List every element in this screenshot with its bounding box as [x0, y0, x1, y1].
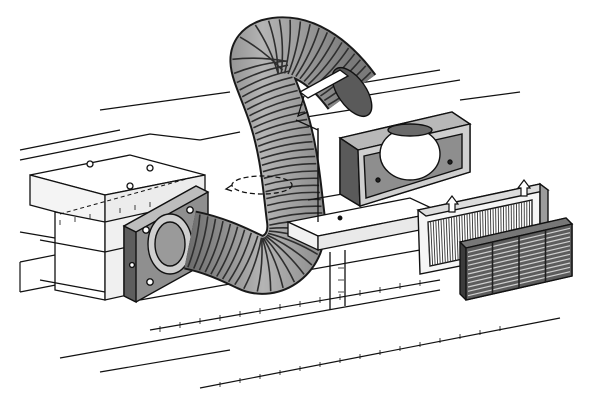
- duct-rib: [246, 89, 298, 111]
- duct-rib: [259, 140, 313, 154]
- cabinet-shelf: [285, 128, 443, 310]
- duct-rib: [283, 19, 292, 74]
- rectangular-collar-adapter: [338, 111, 472, 208]
- duct-rib: [260, 148, 314, 160]
- duct-rib: [241, 76, 293, 98]
- duct-rib: [243, 237, 263, 290]
- filter-mesh-line: [427, 221, 431, 267]
- duct-rib: [287, 21, 302, 75]
- duct-rib: [263, 170, 318, 180]
- filter-mesh-line: [445, 218, 449, 263]
- duct-rib: [257, 133, 311, 147]
- filter-mesh-line: [430, 221, 434, 266]
- filter-mesh-line: [453, 216, 456, 261]
- ceiling-joists: [19, 69, 561, 389]
- filter-mesh-line: [450, 217, 454, 262]
- filter-direction-arrow-left: [444, 195, 460, 213]
- duct-rib: [267, 232, 319, 256]
- duct-rib: [262, 162, 317, 173]
- duct-rib: [210, 223, 232, 275]
- duct-rib: [187, 214, 201, 268]
- duct-rib: [262, 237, 284, 289]
- duct-rib: [239, 36, 284, 71]
- duct-rib: [261, 155, 316, 166]
- filter-mesh-line: [440, 219, 444, 264]
- duct-rib: [303, 36, 336, 82]
- filter-mesh-line: [437, 219, 441, 264]
- filter-mesh-line: [435, 220, 439, 265]
- duct-rib: [278, 19, 284, 74]
- duct-rib: [266, 198, 321, 207]
- duct-rib: [264, 177, 319, 186]
- duct-rib: [221, 229, 246, 280]
- duct-rib: [266, 191, 321, 200]
- duct-rib: [216, 226, 239, 277]
- duct-rib: [227, 232, 253, 283]
- louvered-grille: [458, 217, 574, 301]
- duct-rib: [265, 235, 305, 275]
- duct-rib: [267, 205, 322, 214]
- filter-mesh-line: [448, 217, 451, 262]
- duct-rib: [299, 32, 329, 80]
- duct-rib: [307, 41, 343, 86]
- flexible-duct: [183, 16, 377, 295]
- duct-rib: [254, 118, 308, 135]
- filter-mesh-line: [443, 218, 446, 263]
- duct-rib: [264, 236, 296, 283]
- duct-rib: [204, 220, 224, 273]
- duct-rib: [236, 64, 289, 84]
- duct-rib: [295, 27, 320, 78]
- duct-rib: [267, 20, 279, 74]
- filter-mesh-line: [456, 215, 459, 260]
- duct-rib: [251, 103, 303, 123]
- duct-rib: [266, 234, 313, 266]
- filter-mesh-line: [432, 220, 436, 265]
- duct-rib: [234, 235, 259, 286]
- duct-rib: [192, 216, 209, 269]
- duct-rib: [256, 126, 310, 141]
- duct-rib: [256, 237, 263, 292]
- filter-direction-arrow-right: [516, 179, 532, 197]
- hose-clamp-lower: [224, 175, 293, 195]
- duct-rib: [254, 24, 279, 75]
- duct-rib: [244, 83, 296, 104]
- duct-rib: [253, 111, 306, 129]
- duct-rib: [198, 218, 217, 271]
- duct-rib: [261, 237, 272, 292]
- duct-rib: [291, 24, 311, 76]
- duct-rib: [249, 96, 301, 117]
